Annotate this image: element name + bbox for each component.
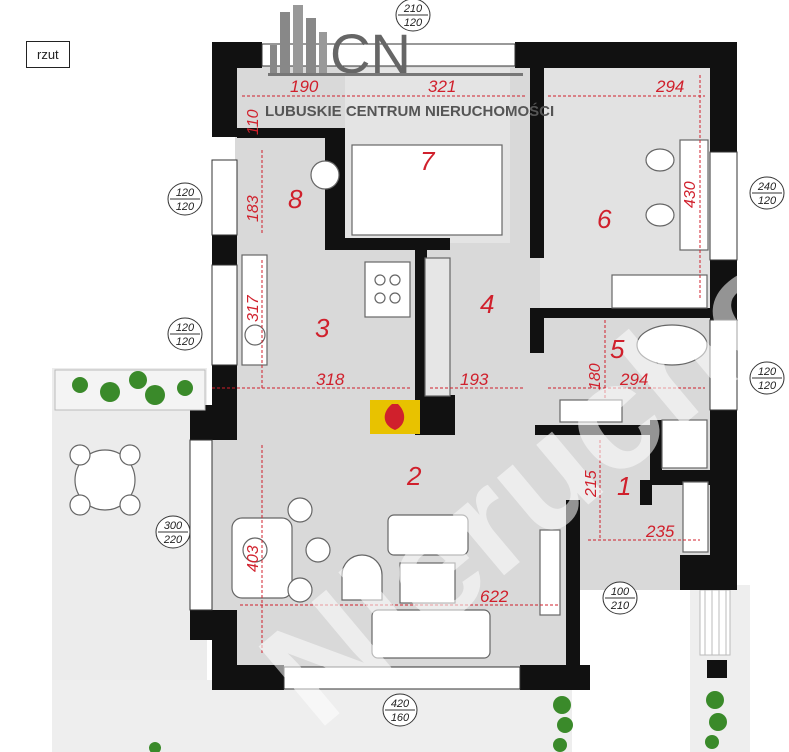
- plants: [54, 369, 727, 752]
- svg-text:300: 300: [164, 520, 183, 532]
- svg-text:120: 120: [758, 380, 777, 392]
- company-logo: CN LUBUSKIE CENTRUM NIERUCHOMOŚCI: [265, 5, 554, 120]
- room-3: 3: [315, 313, 330, 343]
- svg-text:120: 120: [404, 17, 423, 29]
- room-6: 6: [597, 204, 612, 234]
- dimension-labels: 190 321 294 318 193 294 235 622 110 183 …: [245, 77, 699, 606]
- dim-622: 622: [480, 587, 509, 606]
- dim-403: 403: [245, 545, 262, 572]
- svg-text:120: 120: [176, 322, 195, 334]
- svg-text:120: 120: [176, 187, 195, 199]
- walls: [190, 42, 737, 690]
- view-label: rzut: [26, 41, 70, 68]
- furniture: [231, 139, 709, 659]
- dim-318: 318: [316, 370, 345, 389]
- room-1: 1: [617, 471, 631, 501]
- svg-text:100: 100: [611, 586, 630, 598]
- svg-text:120: 120: [176, 201, 195, 213]
- svg-text:120: 120: [758, 195, 777, 207]
- dim-193: 193: [460, 370, 489, 389]
- svg-text:220: 220: [163, 534, 183, 546]
- svg-text:120: 120: [758, 366, 777, 378]
- dim-294-mid: 294: [619, 370, 648, 389]
- room-5: 5: [610, 334, 625, 364]
- logo-name: LUBUSKIE CENTRUM NIERUCHOMOŚCI: [265, 102, 554, 120]
- dim-183: 183: [245, 195, 262, 222]
- room-8: 8: [288, 184, 303, 214]
- room-7: 7: [420, 146, 436, 176]
- dimension-lines: [212, 75, 705, 655]
- dim-321: 321: [428, 77, 456, 96]
- dim-294-top: 294: [655, 77, 684, 96]
- svg-text:210: 210: [403, 3, 423, 15]
- dim-215: 215: [583, 470, 600, 498]
- fireplace: [370, 400, 420, 434]
- dim-190: 190: [290, 77, 319, 96]
- dim-430: 430: [682, 181, 699, 208]
- dim-317: 317: [245, 294, 262, 322]
- room-4: 4: [480, 289, 494, 319]
- svg-text:120: 120: [176, 336, 195, 348]
- svg-text:240: 240: [757, 181, 777, 193]
- svg-text:210: 210: [610, 600, 630, 612]
- dim-180: 180: [587, 363, 604, 390]
- svg-text:160: 160: [391, 712, 410, 724]
- dim-110: 110: [245, 109, 262, 135]
- terrace-table: [69, 444, 141, 516]
- dim-235: 235: [645, 522, 675, 541]
- room-numbers: 1 2 3 4 5 6 7 8: [288, 146, 631, 501]
- svg-text:420: 420: [391, 698, 410, 710]
- room-2: 2: [406, 461, 422, 491]
